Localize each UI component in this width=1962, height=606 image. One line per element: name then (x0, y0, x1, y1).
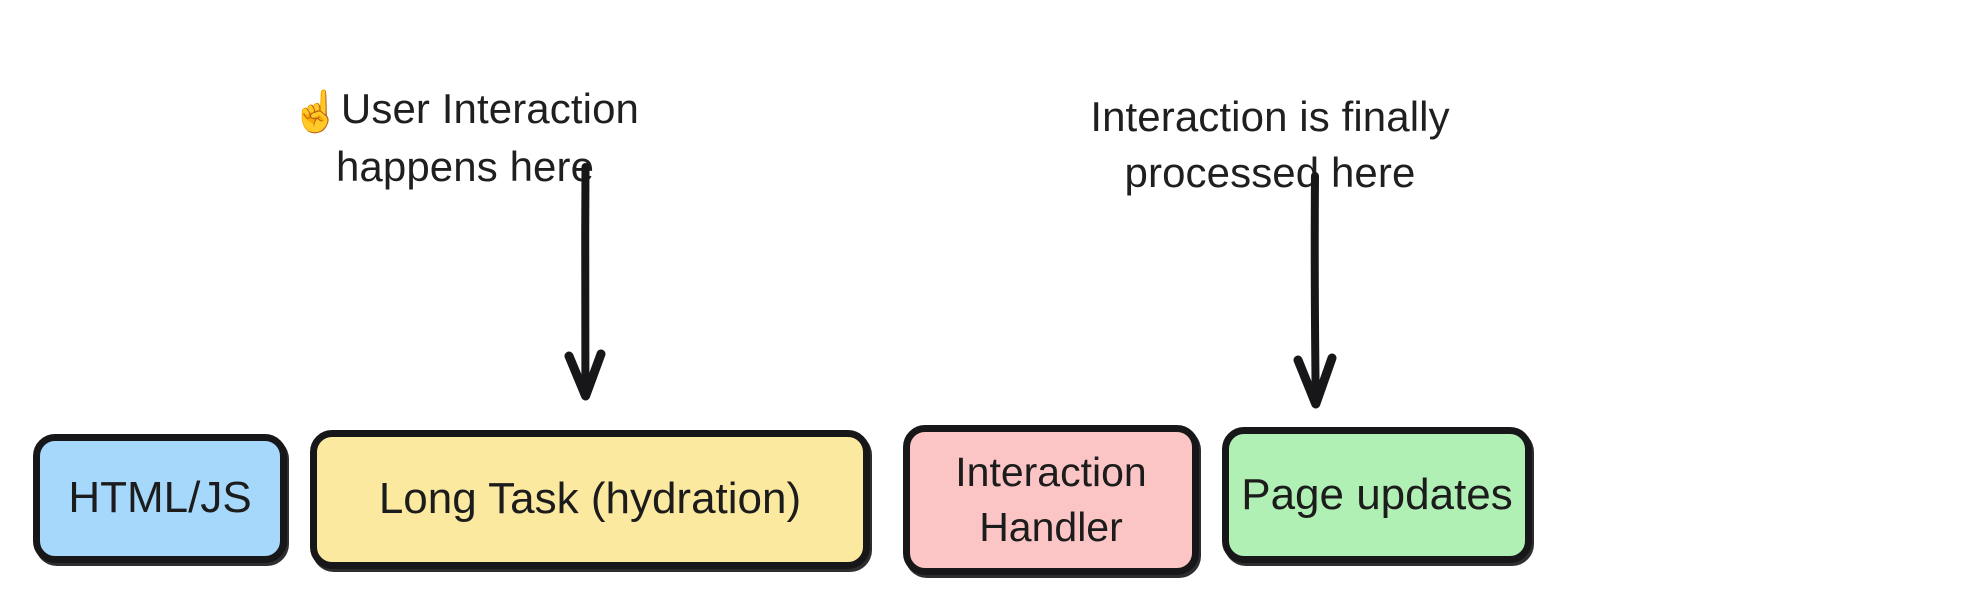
arrow-to-long-task-icon (564, 163, 606, 401)
timeline-block-html-js[interactable]: HTML/JS (33, 434, 287, 563)
timeline-block-label: Long Task (hydration) (378, 474, 802, 524)
timeline-block-page-updates[interactable]: Page updates (1222, 427, 1532, 563)
timeline-block-label: HTML/JS (68, 473, 252, 523)
interaction-processed-annotation-text: Interaction is finally processed here (1090, 93, 1450, 196)
arrow-to-interaction-handler-icon (1293, 172, 1337, 409)
timeline-block-long-task[interactable]: Long Task (hydration) (310, 430, 870, 569)
user-interaction-annotation-text: User Interaction happens here (335, 85, 639, 191)
timeline-block-label: Page updates (1241, 469, 1513, 519)
user-interaction-annotation: ☝️User Interaction happens here (265, 26, 665, 195)
index-pointing-up-icon: ☝️ (291, 90, 341, 135)
timeline-block-interaction-handler[interactable]: Interaction Handler (903, 425, 1199, 575)
interaction-processed-annotation: Interaction is finally processed here (1040, 34, 1500, 200)
timeline-block-label: Interaction Handler (955, 449, 1147, 550)
